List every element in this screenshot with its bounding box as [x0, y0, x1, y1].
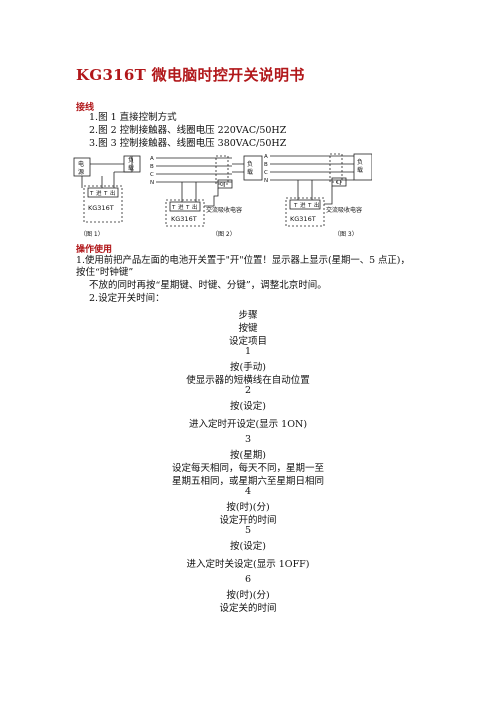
- fig1-device-label: KG316T: [88, 204, 114, 212]
- fig3-load-label-1: 负: [357, 158, 363, 166]
- fig3-phase-c: C: [264, 170, 268, 176]
- wiring-item-2: 2.图 2 控制接触器、线圈电压 220VAC/50HZ: [89, 125, 287, 136]
- fig1-power-label-2: 源: [78, 168, 84, 176]
- step-header-key: 按键: [238, 323, 258, 334]
- fig3-phase-n: N: [264, 178, 268, 184]
- step-key: 按(设定): [230, 401, 266, 412]
- fig2-phase-a: A: [150, 156, 154, 162]
- step-header-item: 设定项目: [228, 336, 267, 347]
- fig2-phase-n: N: [150, 180, 154, 186]
- fig1-diagram: [73, 155, 141, 223]
- step-number: 5: [244, 525, 252, 536]
- fig2-terminal-1: T: [171, 205, 176, 211]
- step-number: 4: [244, 486, 252, 497]
- operation-heading: 操作使用: [76, 245, 113, 255]
- step-header-step: 步骤: [238, 310, 258, 321]
- fig3-device-label: KG316T: [290, 215, 316, 223]
- wiring-item-1: 1.图 1 直接控制方式: [89, 112, 177, 123]
- fig3-terminal-4: 出: [314, 201, 320, 209]
- wiring-heading: 接线: [76, 103, 95, 113]
- fig3-terminal-2: 进: [300, 201, 306, 209]
- step-key: 按(设定): [230, 541, 266, 552]
- op-para2: 2.设定开关时间：: [89, 293, 165, 304]
- fig2-phase-c: C: [150, 172, 154, 178]
- step-description: 进入定时关设定(显示 1OFF): [186, 559, 310, 570]
- fig3-load-label-2: 载: [357, 166, 363, 174]
- fig1-power-label-1: 电: [78, 160, 84, 168]
- step-key: 按(时)(分): [226, 502, 270, 513]
- wiring-diagram: 电 源 负 载 T 进 T 出 KG316T （图 1） A B C N 负 载…: [73, 153, 372, 238]
- step-description: 设定开的时间: [219, 515, 277, 526]
- document-title: KG316T 微电脑时控开关说明书: [76, 66, 305, 84]
- wiring-item-3: 3.图 3 控制接触器、线圈电压 380VAC/50HZ: [89, 138, 287, 149]
- fig3-terminal-1: T: [293, 203, 298, 209]
- step-key: 按(手动): [230, 362, 266, 373]
- fig3-absorb-label: 交流吸收电容: [326, 206, 362, 214]
- step-description: 进入定时开设定(显示 1ON): [188, 419, 308, 430]
- fig3-caption: （图 3）: [334, 231, 358, 238]
- op-para1-line3: 不放的同时再按“星期键、时键、分键”，调整北京时间。: [89, 280, 327, 291]
- fig3-phase-a: A: [264, 154, 268, 160]
- fig2-phase-b: B: [150, 164, 154, 170]
- fig3-contactor-label: CJ: [336, 180, 342, 186]
- fig2-contactor-label: CJ: [220, 182, 226, 188]
- fig2-terminal-2: 进: [178, 203, 184, 211]
- step-description: 设定每天相同，每天不同，星期一至: [171, 463, 324, 474]
- fig2-load-label-2: 载: [247, 168, 253, 176]
- fig1-load-label-2: 载: [128, 164, 134, 172]
- step-description: 设定关的时间: [219, 603, 277, 614]
- fig2-terminal-3: T: [185, 205, 190, 211]
- fig3-phase-b: B: [264, 162, 268, 168]
- step-number: 3: [244, 434, 252, 445]
- fig2-terminal-4: 出: [192, 203, 198, 211]
- fig1-terminal-4: 出: [110, 189, 116, 197]
- op-para1-line2: 按住“时钟键”: [76, 267, 134, 278]
- step-number: 1: [244, 346, 252, 357]
- fig3-diagram: [270, 153, 372, 227]
- fig2-absorb-label: 交流吸收电容: [206, 206, 242, 214]
- step-description: 使显示器的短横线在自动位置: [186, 375, 310, 386]
- fig1-terminal-3: T: [103, 191, 108, 197]
- fig2-load-label-1: 负: [247, 160, 253, 168]
- fig1-terminal-1: T: [89, 191, 94, 197]
- step-number: 6: [244, 574, 252, 585]
- fig1-load-label-1: 负: [128, 156, 134, 164]
- fig2-device-label: KG316T: [171, 215, 197, 223]
- step-number: 2: [244, 385, 252, 396]
- step-key: 按(时)(分): [226, 590, 270, 601]
- fig1-terminal-2: 进: [96, 189, 102, 197]
- fig2-caption: （图 2）: [212, 231, 236, 238]
- fig2-diagram: [156, 155, 263, 227]
- step-key: 按(星期): [230, 450, 266, 461]
- fig1-caption: （图 1）: [80, 231, 104, 238]
- step-description: 星期五相同，或星期六至星期日相同: [171, 476, 324, 487]
- op-para1-line1: 1.使用前把产品左面的电池开关置于"开"位置！显示器上显示(星期一、5 点正)，: [76, 255, 410, 266]
- fig3-terminal-3: T: [307, 203, 312, 209]
